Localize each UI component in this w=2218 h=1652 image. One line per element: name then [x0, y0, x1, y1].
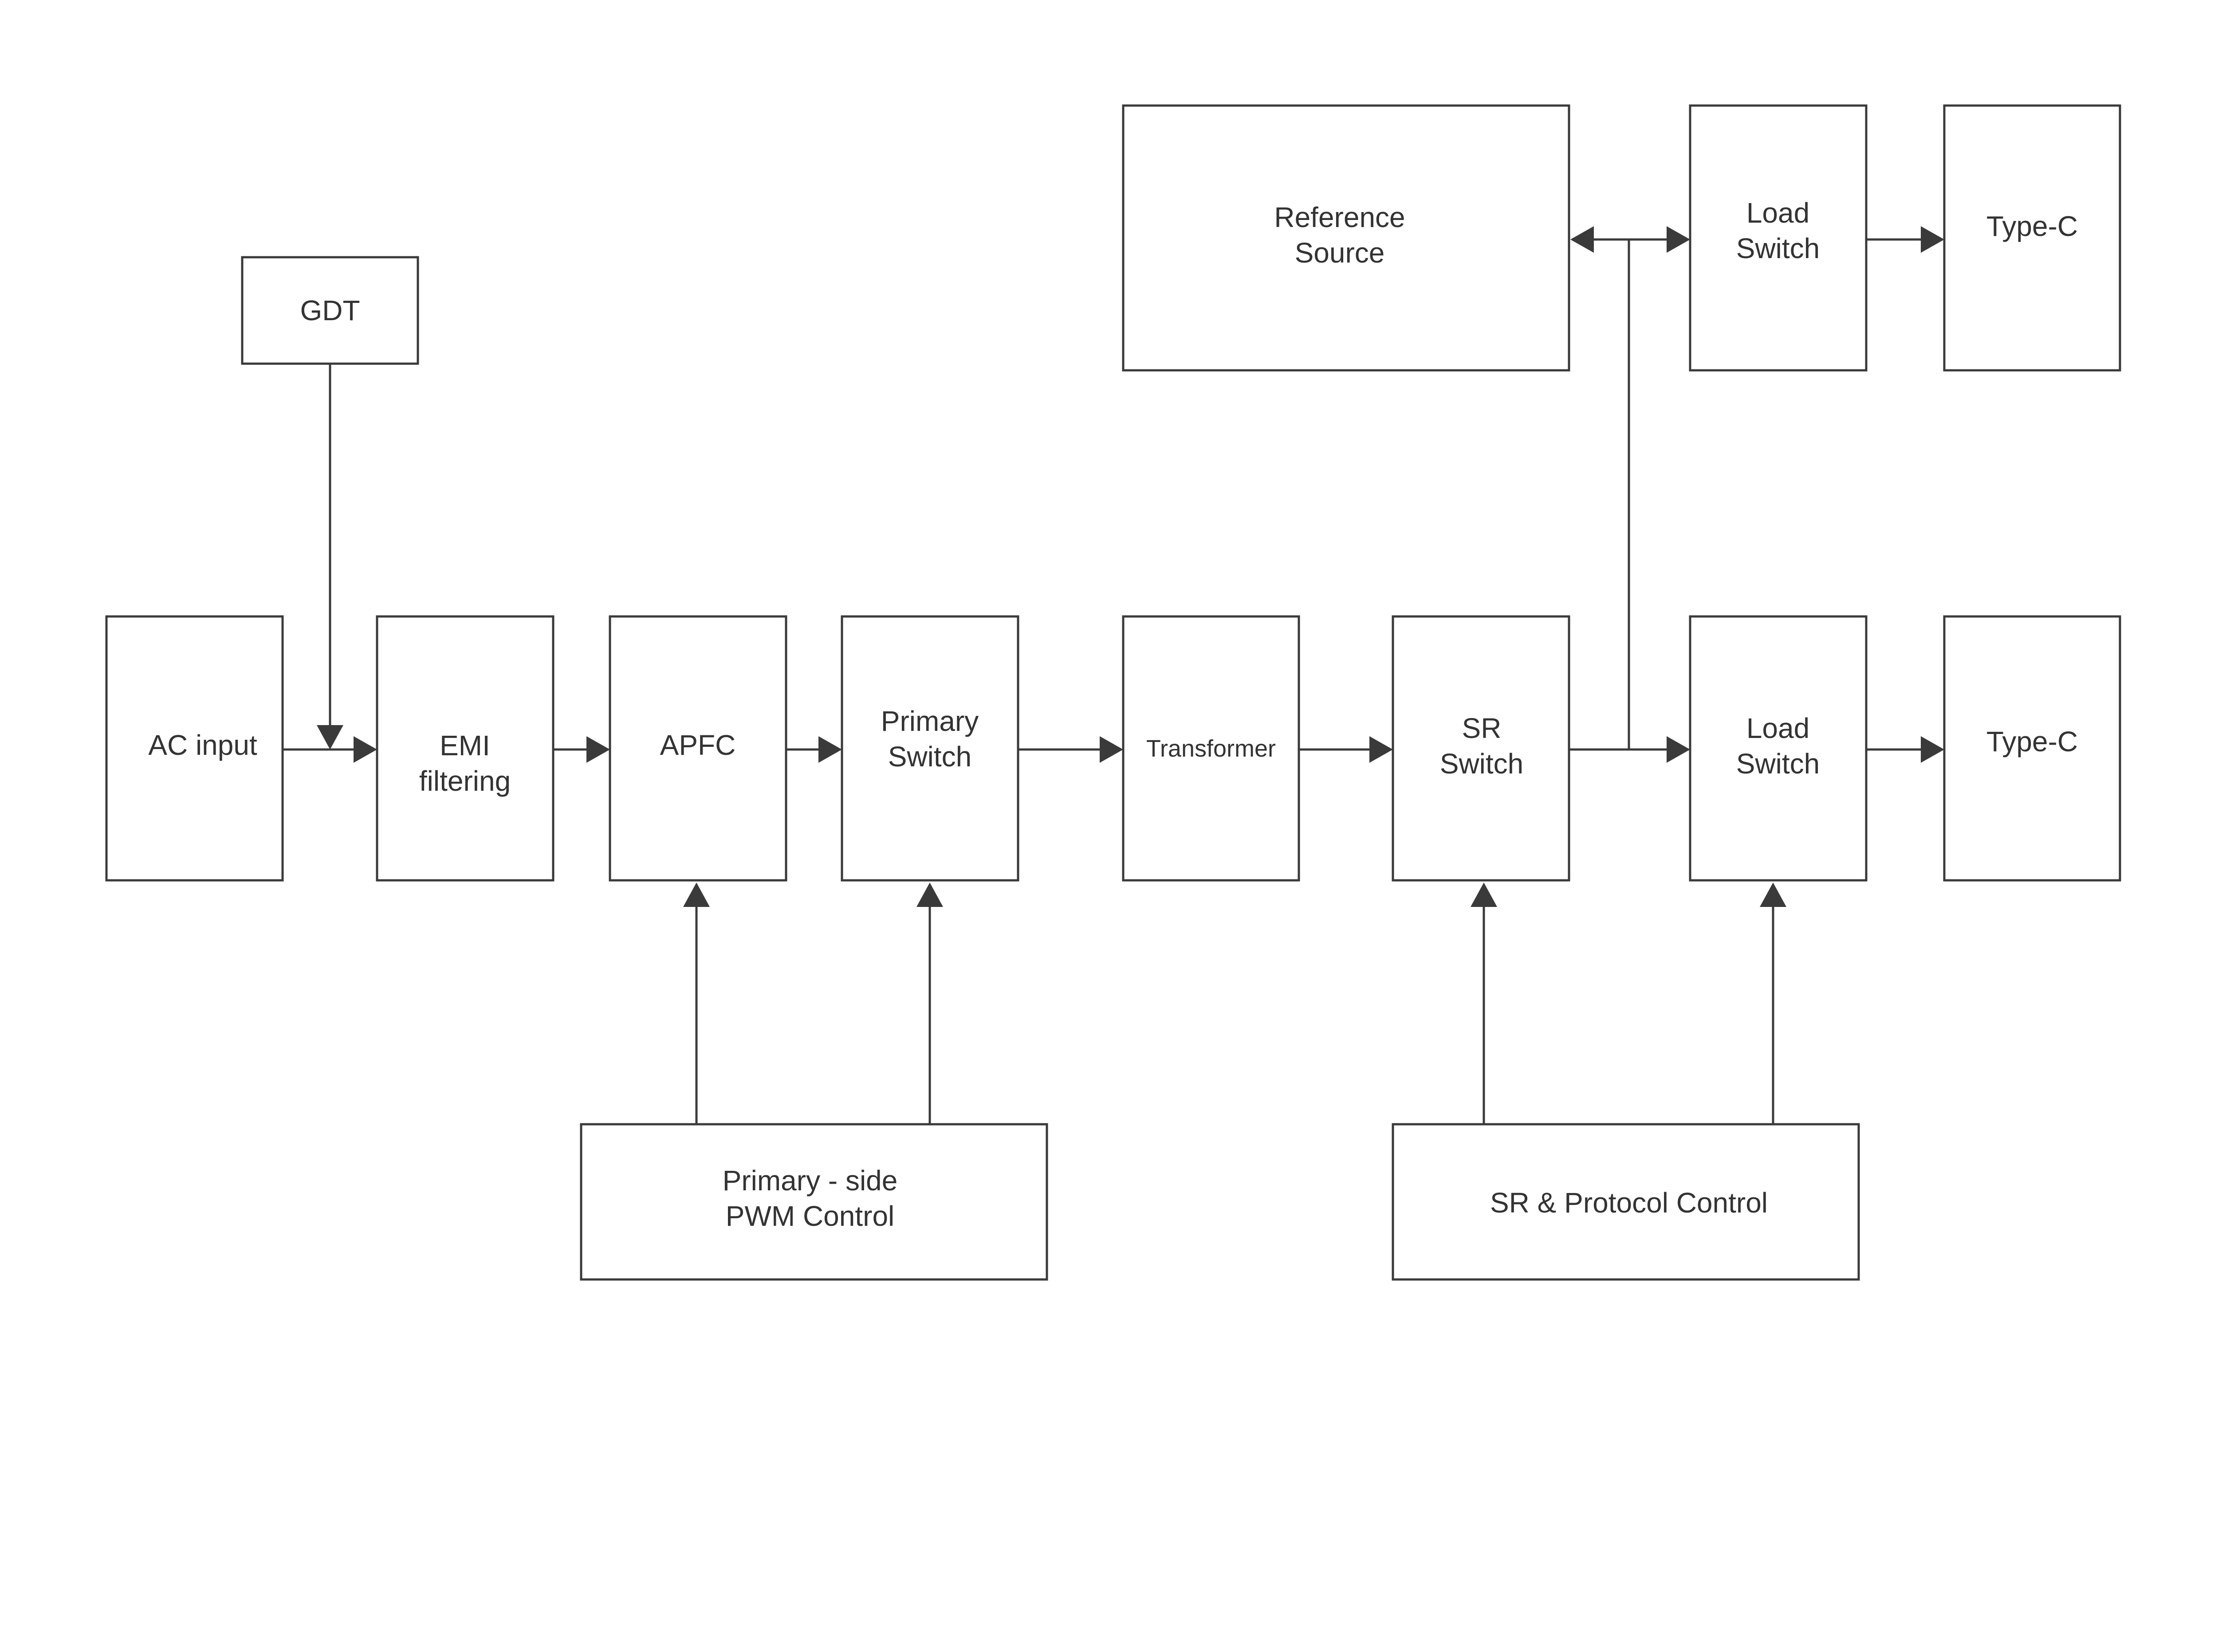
block-label-line-2: PWM Control: [726, 1200, 895, 1232]
arrowhead-typec-top: [1921, 226, 1944, 253]
block-label-line-2: Source: [1295, 237, 1385, 269]
block-load-switch-top: Load Switch: [1689, 104, 1868, 372]
arrowhead-srctrl-sr: [1471, 883, 1497, 907]
block-label-line-1: Load: [1746, 712, 1809, 744]
block-label-line-2: Switch: [888, 741, 972, 773]
block-label-line-2: filtering: [419, 765, 511, 797]
arrowhead-pwm-apfc: [683, 883, 710, 907]
block-label: Transformer: [1146, 735, 1276, 762]
block-label-line-1: Load: [1746, 197, 1809, 229]
arrowhead-apfc: [586, 736, 610, 763]
block-label-line-1: Primary - side: [723, 1165, 898, 1197]
arrowhead-pwm-primary: [916, 883, 943, 907]
block-label: SR & Protocol Control: [1490, 1187, 1768, 1219]
block-type-c-bottom: Type-C: [1943, 615, 2121, 882]
block-sr-protocol-control: SR & Protocol Control: [1392, 1123, 1860, 1281]
block-label-line-1: Reference: [1274, 201, 1405, 233]
connectors: [283, 226, 1944, 1124]
arrowhead-primary: [818, 736, 842, 763]
block-label-line-1: EMI: [440, 730, 490, 761]
block-transformer: Transformer: [1122, 615, 1300, 882]
arrowhead-gdt: [317, 725, 343, 749]
arrowhead-transformer: [1100, 736, 1123, 763]
arrowhead-load-bottom: [1667, 736, 1690, 763]
block-label: Type-C: [1986, 726, 2078, 757]
block-label-line-1: SR: [1462, 712, 1502, 744]
block-primary-pwm-control: Primary - side PWM Control: [580, 1123, 1048, 1281]
block-ac-input: AC input: [105, 615, 284, 882]
block-load-switch-bottom: Load Switch: [1689, 615, 1868, 882]
block-label-line-2: Switch: [1440, 748, 1524, 780]
block-gdt: GDT: [241, 256, 419, 365]
block-label-line-2: Switch: [1736, 748, 1820, 780]
arrowhead-emi: [354, 736, 377, 763]
block-label: AC input: [148, 729, 257, 761]
arrowhead-srctrl-load: [1760, 883, 1786, 907]
arrowhead-sr: [1369, 736, 1393, 763]
block-primary-switch: Primary Switch: [841, 615, 1019, 882]
block-reference-source: Reference Source: [1122, 104, 1570, 372]
block-label: GDT: [300, 294, 360, 326]
arrowhead-load-top: [1667, 226, 1690, 253]
block-label-line-1: Primary: [881, 705, 979, 737]
block-label-line-2: Switch: [1736, 232, 1820, 264]
block-label: APFC: [660, 729, 736, 761]
block-sr-switch: SR Switch: [1392, 615, 1570, 882]
block-type-c-top: Type-C: [1943, 104, 2121, 372]
arrowhead-reference: [1570, 226, 1594, 253]
block-emi-filtering: EMI filtering: [376, 615, 554, 882]
block-label: Type-C: [1986, 210, 2078, 242]
block-apfc: APFC: [609, 615, 787, 882]
arrowhead-typec-bottom: [1921, 736, 1944, 763]
